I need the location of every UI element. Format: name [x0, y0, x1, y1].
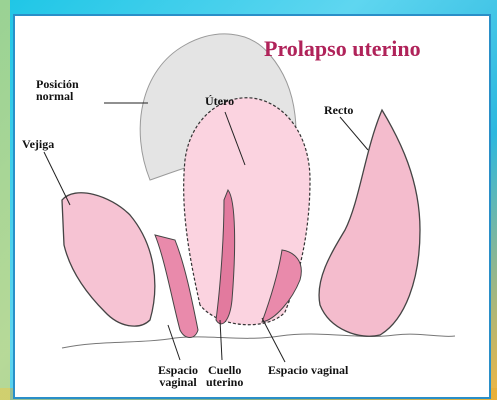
label-posicion-line2: normal: [36, 90, 79, 102]
diagram-title: Prolapso uterino: [264, 36, 421, 62]
label-cuello-line2: uterino: [206, 376, 243, 388]
label-recto: Recto: [324, 104, 353, 116]
label-cuello-uterino: Cuello uterino: [206, 364, 243, 388]
label-posicion-normal: Posición normal: [36, 78, 79, 102]
label-espacio-vaginal-left: Espacio vaginal: [158, 364, 198, 388]
label-espacio-left-line2: vaginal: [158, 376, 198, 388]
label-utero: Útero: [205, 95, 234, 107]
label-espacio-vaginal-right: Espacio vaginal: [268, 364, 348, 376]
label-vejiga: Vejiga: [22, 138, 54, 150]
